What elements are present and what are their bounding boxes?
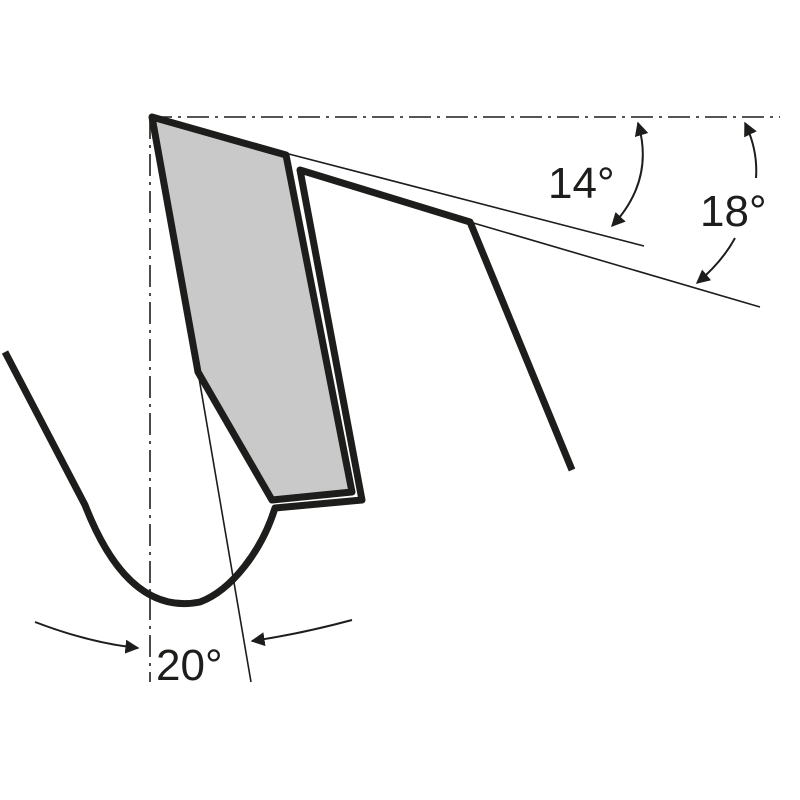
angle-label-14: 14° bbox=[548, 159, 615, 208]
clearance-14-reference-line bbox=[284, 152, 645, 247]
hook-angle-reference-line bbox=[197, 371, 252, 683]
angle-14-arc bbox=[611, 121, 649, 228]
angle-18-arc-upper bbox=[744, 121, 758, 179]
clearance-18-reference-line bbox=[469, 221, 761, 308]
angle-label-18: 18° bbox=[700, 187, 767, 236]
tooth-body-outline bbox=[1, 166, 576, 608]
angle-20-arrow-right bbox=[250, 619, 353, 647]
angle-20-arrow-left bbox=[34, 621, 140, 654]
angle-18-arc-lower bbox=[695, 237, 736, 284]
angle-label-20: 20° bbox=[156, 641, 223, 690]
carbide-tip bbox=[148, 113, 356, 504]
